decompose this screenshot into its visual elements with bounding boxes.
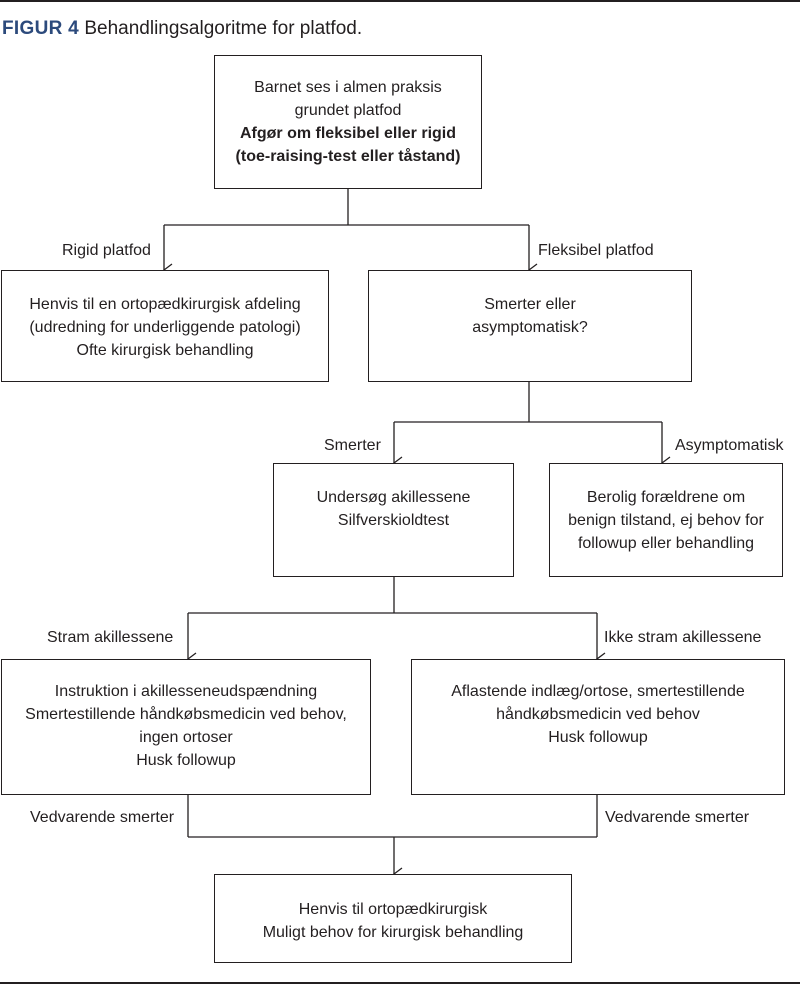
figure-title: Behandlingsalgoritme for platfod. xyxy=(84,18,363,39)
not-tight-line: Husk followup xyxy=(548,729,648,746)
edge-label-rigid: Rigid platfod xyxy=(62,242,151,259)
figure-label: FIGUR 4 xyxy=(2,18,80,39)
asymp-line: benign tilstand, ej behov for xyxy=(568,512,764,529)
edge-label-asymptomatic: Asymptomatisk xyxy=(675,437,784,454)
tight-achilles-treatment-box: Instruktion i akillesseneudspændning Sme… xyxy=(1,659,371,795)
achilles-exam-box: Undersøg akillessene Silfverskioldtest xyxy=(273,463,514,577)
connector-flex xyxy=(394,382,662,423)
tight-line: Instruktion i akillesseneudspændning xyxy=(54,683,318,700)
edge-label-not-tight: Ikke stram akillessene xyxy=(604,629,762,646)
pain-line: Silfverskioldtest xyxy=(337,512,450,529)
rigid-line: (udredning for underliggende patologi) xyxy=(29,319,301,336)
final-line: Henvis til ortopædkirurgisk xyxy=(298,901,488,918)
bottom-rule xyxy=(0,982,800,984)
asymp-line: Berolig forældrene om xyxy=(586,489,746,506)
final-referral-box: Henvis til ortopædkirurgisk Muligt behov… xyxy=(214,874,572,963)
connector-pain xyxy=(188,577,597,614)
edge-label-flexible: Fleksibel platfod xyxy=(538,242,654,259)
flex-line: asymptomatisk? xyxy=(472,319,588,336)
not-tight-treatment-box: Aflastende indlæg/ortose, smertestillend… xyxy=(411,659,785,795)
edge-label-persistent-left: Vedvarende smerter xyxy=(30,809,175,826)
not-tight-line: håndkøbsmedicin ved behov xyxy=(496,706,700,723)
figure-caption: FIGUR 4 Behandlingsalgoritme for platfod… xyxy=(2,18,362,40)
final-line: Muligt behov for kirurgisk behandling xyxy=(262,924,524,941)
rigid-line: Ofte kirurgisk behandling xyxy=(76,342,254,359)
edge-label-tight: Stram akillessene xyxy=(47,629,174,646)
tight-line: Husk followup xyxy=(136,752,236,769)
asymp-line: followup eller behandling xyxy=(577,535,755,552)
flexible-question-box: Smerter eller asymptomatisk? xyxy=(368,270,692,382)
tight-line: ingen ortoser xyxy=(139,729,233,746)
start-line: Barnet ses i almen praksis xyxy=(254,79,442,96)
edge-label-pain: Smerter xyxy=(324,437,381,454)
connector-start xyxy=(164,189,529,226)
start-bold-line: Afgør om fleksibel eller rigid xyxy=(239,125,457,142)
connector-persistent xyxy=(187,795,598,838)
top-rule xyxy=(0,0,800,2)
not-tight-line: Aflastende indlæg/ortose, smertestillend… xyxy=(451,683,745,700)
start-bold-line: (toe-raising-test eller tåstand) xyxy=(235,148,461,165)
tight-line: Smertestillende håndkøbsmedicin ved beho… xyxy=(25,706,347,723)
rigid-line: Henvis til en ortopædkirurgisk afdeling xyxy=(29,296,301,313)
start-line: grundet platfod xyxy=(294,102,402,119)
rigid-referral-box: Henvis til en ortopædkirurgisk afdeling … xyxy=(1,270,329,382)
flex-line: Smerter eller xyxy=(484,296,576,313)
edge-label-persistent-right: Vedvarende smerter xyxy=(605,809,750,826)
reassure-parents-box: Berolig forældrene om benign tilstand, e… xyxy=(549,463,783,577)
start-box: Barnet ses i almen praksis grundet platf… xyxy=(214,55,482,189)
pain-line: Undersøg akillessene xyxy=(316,489,471,506)
